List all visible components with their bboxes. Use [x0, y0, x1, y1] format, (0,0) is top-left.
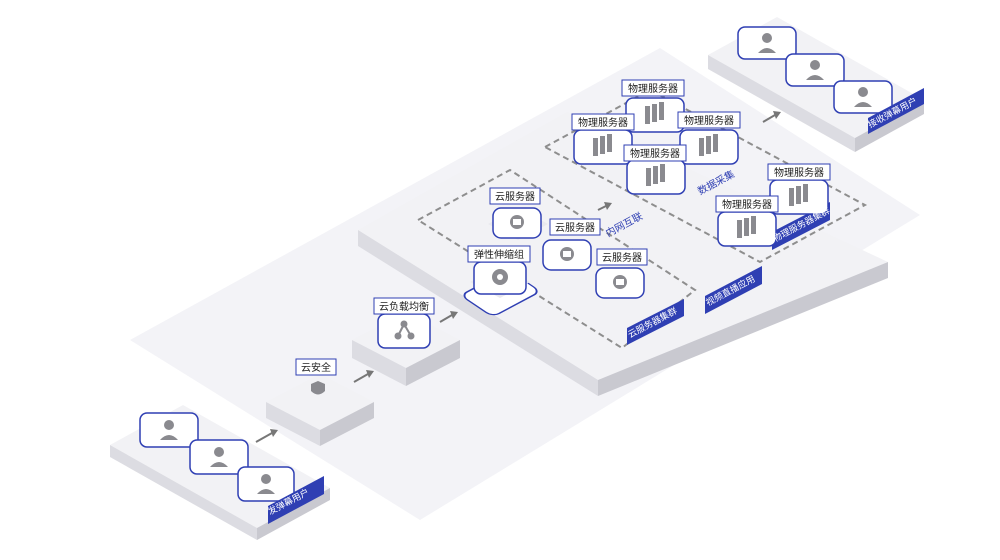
- autoscaling-node: [470, 261, 530, 298]
- physical-server-label: 物理服务器: [628, 82, 678, 95]
- server-icon: [560, 247, 574, 261]
- cloud-server-label: 云服务器: [602, 251, 642, 264]
- user-tile: [833, 80, 893, 114]
- server-icon: [510, 215, 524, 229]
- physical-server-node: [679, 129, 739, 165]
- physical-server-label: 物理服务器: [684, 114, 734, 127]
- physical-server-label: 物理服务器: [774, 166, 824, 179]
- physical-server-node: [769, 179, 829, 215]
- user-icon: [758, 33, 776, 53]
- cloud-server-nodes: [470, 207, 645, 299]
- cloud-cluster-group: [416, 168, 697, 350]
- physical-server-node: [573, 129, 633, 165]
- cloud-server-label: 云服务器: [495, 190, 535, 203]
- physical-server-node: [626, 159, 686, 195]
- user-icon: [257, 474, 275, 494]
- user-icon: [210, 447, 228, 467]
- physical-server-label: 物理服务器: [722, 198, 772, 211]
- server-icon: [737, 216, 756, 238]
- server-icon: [789, 184, 808, 206]
- cloud-server-node: [595, 267, 645, 299]
- cloud-lb-label: 云负载均衡: [379, 300, 429, 313]
- right-user-tiles: [737, 26, 893, 114]
- cloud-security-label: 云安全: [301, 361, 331, 374]
- server-icon: [699, 134, 718, 156]
- shield-icon: [311, 381, 325, 395]
- server-icon: [613, 275, 627, 289]
- gear-icon: [492, 269, 508, 285]
- main-platform: [358, 112, 888, 396]
- cloud-server-node: [488, 207, 548, 240]
- left-user-tiles: [139, 412, 295, 502]
- flow-arrows: [255, 111, 781, 443]
- physical-server-nodes: [573, 97, 829, 247]
- server-icon: [593, 134, 612, 156]
- label-boxes: 云安全 云负载均衡 弹性伸缩组 云服务器 云服务器 云服务器 物理服务器 物理服…: [295, 79, 831, 376]
- user-tile: [237, 466, 295, 502]
- autoscaling-label: 弹性伸缩组: [474, 248, 524, 261]
- user-icon: [160, 420, 178, 440]
- server-icon: [645, 102, 664, 124]
- user-tile: [737, 26, 797, 60]
- user-tile: [785, 53, 845, 87]
- user-icon: [806, 60, 824, 80]
- physical-server-label: 物理服务器: [630, 147, 680, 160]
- physical-server-label: 物理服务器: [578, 116, 628, 129]
- physical-cluster-group: [542, 88, 868, 264]
- physical-server-node: [717, 211, 777, 247]
- server-icon: [646, 164, 665, 186]
- cloud-server-label: 云服务器: [555, 221, 595, 234]
- user-tile: [139, 412, 199, 448]
- cloud-server-node: [542, 239, 592, 271]
- physical-server-node: [625, 97, 685, 133]
- share-icon: [394, 320, 415, 340]
- user-tile: [189, 439, 249, 475]
- user-icon: [854, 87, 872, 107]
- cloud-lb-node: [352, 312, 460, 386]
